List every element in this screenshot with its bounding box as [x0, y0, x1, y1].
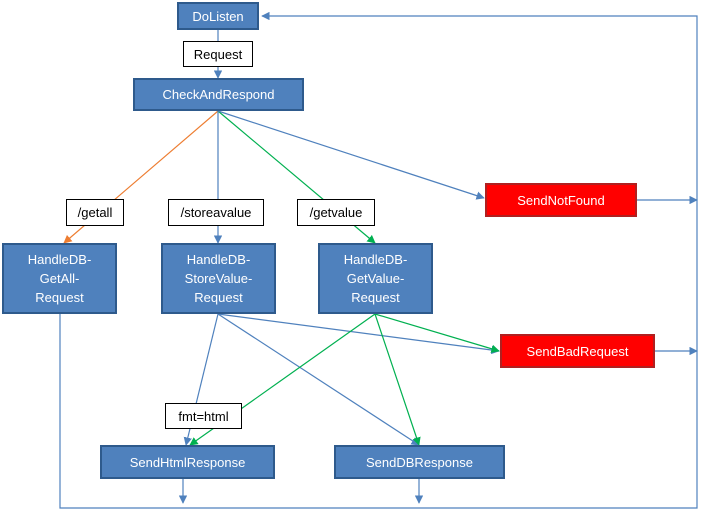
node-senddbresponse: SendDBResponse	[334, 445, 505, 479]
edge-label-storevalue: /storeavalue	[168, 199, 264, 226]
node-handledb-storevalue: HandleDB- StoreValue- Request	[161, 243, 276, 314]
node-handledb-getvalue-label: HandleDB- GetValue- Request	[343, 252, 408, 305]
node-sendnotfound-label: SendNotFound	[517, 192, 605, 208]
edge-check-to-sendnotfound	[217, 110, 485, 200]
node-handledb-getvalue: HandleDB- GetValue- Request	[318, 243, 433, 314]
edge-label-getall: /getall	[66, 199, 124, 226]
edge-label-fmt-html: fmt=html	[165, 403, 242, 429]
node-handledb-storevalue-label: HandleDB- StoreValue- Request	[184, 252, 253, 305]
node-checkandrespond: CheckAndRespond	[133, 78, 304, 111]
node-dolisten: DoListen	[177, 2, 259, 30]
node-handledb-getall: HandleDB- GetAll- Request	[2, 243, 117, 314]
edge-label-request: Request	[183, 41, 253, 67]
edge-label-getvalue: /getvalue	[297, 199, 375, 226]
edge-getvalue-to-senddbresponse	[374, 313, 421, 446]
node-sendbadrequest-label: SendBadRequest	[526, 343, 629, 359]
node-sendhtmlresponse: SendHtmlResponse	[100, 445, 275, 479]
node-sendbadrequest: SendBadRequest	[500, 334, 655, 368]
node-handledb-getall-label: HandleDB- GetAll- Request	[27, 252, 92, 305]
edge-storevalue-to-sendbadrequest	[217, 313, 500, 355]
edge-storevalue-to-senddbresponse	[217, 313, 420, 446]
node-sendnotfound: SendNotFound	[485, 183, 637, 217]
edge-loop-back-to-dolisten	[59, 11, 698, 509]
edge-getvalue-to-sendbadrequest	[374, 313, 500, 353]
node-senddbresponse-label: SendDBResponse	[366, 454, 473, 470]
node-dolisten-label: DoListen	[192, 8, 244, 24]
node-sendhtmlresponse-label: SendHtmlResponse	[129, 454, 246, 470]
node-checkandrespond-label: CheckAndRespond	[162, 87, 275, 102]
